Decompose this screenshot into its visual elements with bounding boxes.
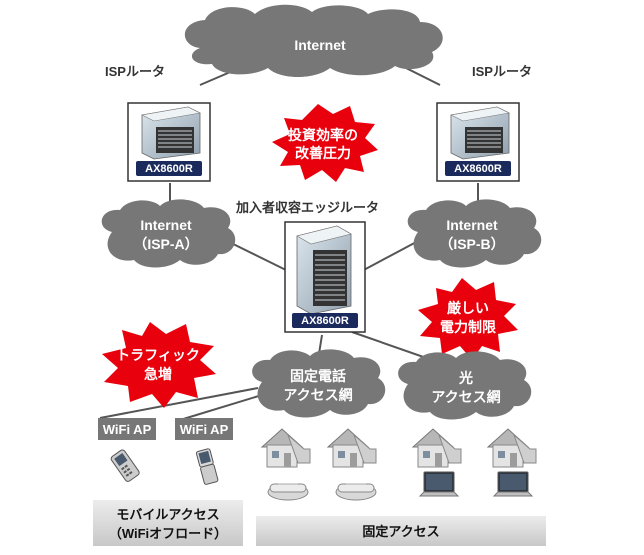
mobile-access-line1: モバイルアクセス xyxy=(116,507,219,522)
laptop-icon xyxy=(493,471,533,497)
laptop-icon xyxy=(419,471,459,497)
cloud-isp-b: Internet （ISP-B） xyxy=(407,199,542,268)
cloud-internet-label: Internet xyxy=(294,37,346,53)
fixed-access-bar: 固定アクセス xyxy=(256,516,546,546)
cloud-optical-line1: 光 xyxy=(458,370,473,386)
router-right-model: AX8600R xyxy=(454,163,502,175)
cloud-optical-line2: アクセス網 xyxy=(431,389,500,405)
wifi-ap-2-label: WiFi AP xyxy=(180,422,229,437)
burst-traffic-line1: トラフィック xyxy=(116,347,200,363)
wifi-ap-1-label: WiFi AP xyxy=(103,422,152,437)
telephone-icon xyxy=(335,483,377,501)
wifi-ap-2: WiFi AP xyxy=(175,418,233,440)
burst-investment: 投資効率の 改善圧力 xyxy=(272,104,378,182)
burst-investment-line2: 改善圧力 xyxy=(295,145,351,161)
wifi-ap-1: WiFi AP xyxy=(98,418,156,440)
house-icon xyxy=(412,428,462,468)
house-icon xyxy=(261,428,311,468)
cloud-fixed-phone: 固定電話 アクセス網 xyxy=(252,349,386,418)
mobile-access-line2: （WiFiオフロード） xyxy=(109,526,227,541)
router-left-model: AX8600R xyxy=(145,163,193,175)
isp-router-right-label: ISPルータ xyxy=(472,64,532,79)
burst-power-line2: 電力制限 xyxy=(440,319,496,335)
house-icon xyxy=(327,428,377,468)
cloud-fixed-phone-line1: 固定電話 xyxy=(290,368,346,384)
router-right: AX8600R xyxy=(436,102,520,182)
fixed-access-label: 固定アクセス xyxy=(362,524,439,539)
router-left: AX8600R xyxy=(127,102,211,182)
flip-phone-icon xyxy=(195,448,219,485)
mobile-phone-icon xyxy=(110,449,140,482)
router-center-model: AX8600R xyxy=(301,315,349,327)
isp-router-left-label: ISPルータ xyxy=(105,64,165,79)
burst-traffic: トラフィック 急増 xyxy=(102,322,216,408)
edge-router-label: 加入者収容エッジルータ xyxy=(235,200,379,215)
cloud-fixed-phone-line2: アクセス網 xyxy=(283,387,352,403)
cloud-isp-a-line1: Internet xyxy=(140,217,192,233)
telephone-icon xyxy=(267,483,309,501)
router-center: AX8600R xyxy=(284,221,366,333)
mobile-access-bar: モバイルアクセス （WiFiオフロード） xyxy=(93,500,243,546)
burst-investment-line1: 投資効率の xyxy=(288,127,358,143)
burst-power-line1: 厳しい xyxy=(447,300,489,316)
cloud-isp-b-line1: Internet xyxy=(446,217,498,233)
burst-power: 厳しい 電力制限 xyxy=(418,278,518,360)
cloud-isp-a-line2: （ISP-A） xyxy=(133,236,198,252)
cloud-isp-a: Internet （ISP-A） xyxy=(101,199,236,268)
cloud-internet: Internet xyxy=(184,4,443,77)
cloud-optical: 光 アクセス網 xyxy=(398,351,532,420)
house-icon xyxy=(487,428,537,468)
cloud-isp-b-line2: （ISP-B） xyxy=(439,236,504,252)
burst-traffic-line2: 急増 xyxy=(144,366,172,382)
